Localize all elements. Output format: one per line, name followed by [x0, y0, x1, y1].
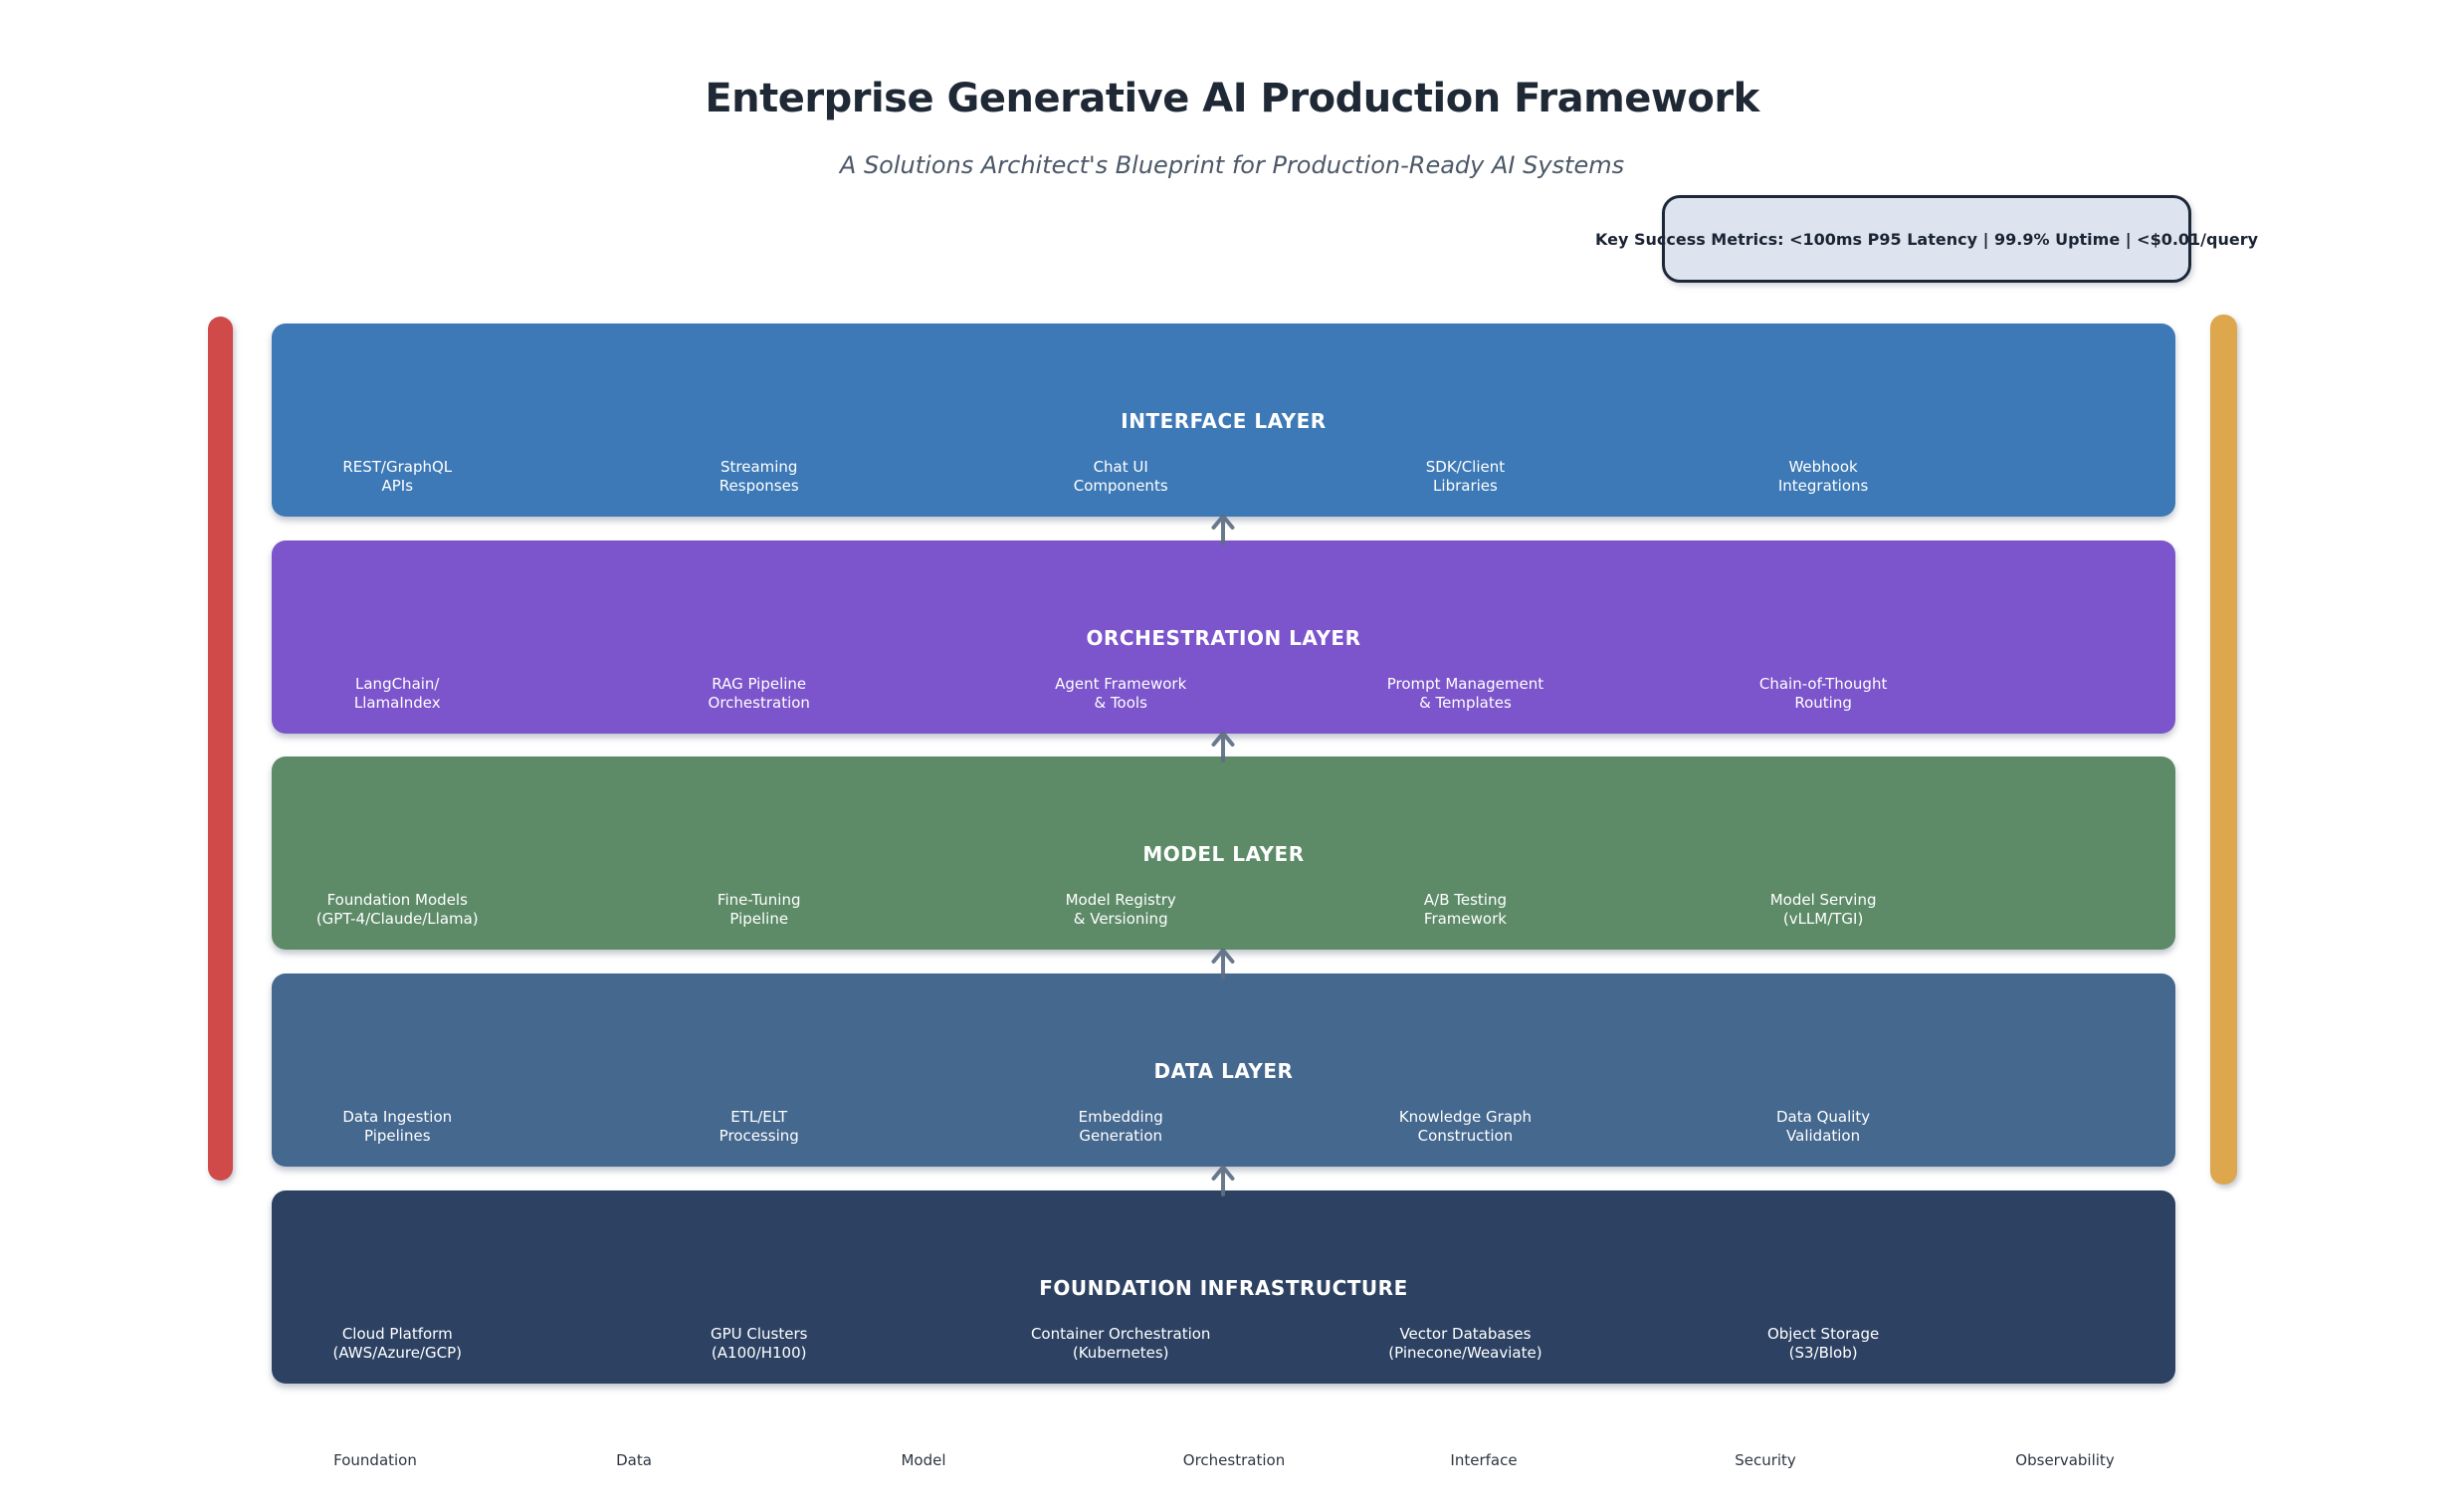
up-arrow-icon	[1208, 512, 1238, 545]
foundation-infrastructure-block: FOUNDATION INFRASTRUCTURE Cloud Platform…	[272, 1190, 2175, 1384]
layer-item: Container Orchestration (Kubernetes)	[1030, 1325, 1211, 1362]
layer-item: Embedding Generation	[1078, 1108, 1163, 1145]
layer-item: Object Storage (S3/Blob)	[1766, 1325, 1880, 1362]
legend-item-orchestration: Orchestration	[1182, 1451, 1286, 1469]
legend-item-interface: Interface	[1450, 1451, 1518, 1469]
legend-item-foundation: Foundation	[333, 1451, 417, 1469]
legend-item-observability: Observability	[2015, 1451, 2115, 1469]
layer-item: SDK/Client Libraries	[1425, 458, 1506, 495]
layer-title: FOUNDATION INFRASTRUCTURE	[1039, 1276, 1408, 1300]
data-layer-block: DATA LAYER Data Ingestion Pipelines ETL/…	[272, 973, 2175, 1167]
left-accent-bar	[208, 317, 233, 1181]
layer-item: Data Ingestion Pipelines	[342, 1108, 453, 1145]
layer-item: Model Registry & Versioning	[1065, 891, 1176, 928]
legend-item-security: Security	[1735, 1451, 1796, 1469]
layer-item: Agent Framework & Tools	[1055, 675, 1187, 712]
layer-item: Chain-of-Thought Routing	[1758, 675, 1888, 712]
orchestration-layer-block: ORCHESTRATION LAYER LangChain/ LlamaInde…	[272, 540, 2175, 734]
layer-item: REST/GraphQL APIs	[342, 458, 453, 495]
layer-title: DATA LAYER	[1153, 1059, 1294, 1083]
layer-item: Knowledge Graph Construction	[1398, 1108, 1533, 1145]
layer-item: A/B Testing Framework	[1423, 891, 1507, 928]
up-arrow-icon	[1208, 1163, 1238, 1196]
layer-item: Foundation Models (GPT-4/Claude/Llama)	[315, 891, 479, 928]
key-metrics-box: Key Success Metrics: <100ms P95 Latency …	[1595, 195, 2258, 283]
legend-item-data: Data	[616, 1451, 652, 1469]
layer-item: Chat UI Components	[1073, 458, 1168, 495]
layer-title: MODEL LAYER	[1142, 842, 1305, 866]
layer-item: ETL/ELT Processing	[719, 1108, 799, 1145]
up-arrow-icon	[1208, 946, 1238, 979]
layer-item: Vector Databases (Pinecone/Weaviate)	[1388, 1325, 1542, 1362]
layer-title: ORCHESTRATION LAYER	[1086, 626, 1361, 650]
layer-item: LangChain/ LlamaIndex	[353, 675, 441, 712]
layer-item: Cloud Platform (AWS/Azure/GCP)	[332, 1325, 462, 1362]
key-metrics-text: Key Success Metrics: <100ms P95 Latency …	[1594, 229, 2259, 249]
layer-item: Model Serving (vLLM/TGI)	[1769, 891, 1877, 928]
layer-item: GPU Clusters (A100/H100)	[710, 1325, 808, 1362]
up-arrow-icon	[1208, 729, 1238, 762]
layer-item: Streaming Responses	[719, 458, 799, 495]
legend-item-model: Model	[901, 1451, 946, 1469]
layer-item: Webhook Integrations	[1777, 458, 1869, 495]
layer-item: Data Quality Validation	[1776, 1108, 1871, 1145]
model-layer-block: MODEL LAYER Foundation Models (GPT-4/Cla…	[272, 756, 2175, 950]
interface-layer-block: INTERFACE LAYER REST/GraphQL APIs Stream…	[272, 324, 2175, 517]
right-accent-bar	[2210, 315, 2237, 1185]
page-title: Enterprise Generative AI Production Fram…	[705, 76, 1759, 121]
layer-item: RAG Pipeline Orchestration	[708, 675, 810, 712]
page-subtitle: A Solutions Architect's Blueprint for Pr…	[839, 151, 1625, 179]
layer-title: INTERFACE LAYER	[1121, 409, 1327, 433]
layer-item: Prompt Management & Templates	[1386, 675, 1544, 712]
layer-item: Fine-Tuning Pipeline	[717, 891, 801, 928]
